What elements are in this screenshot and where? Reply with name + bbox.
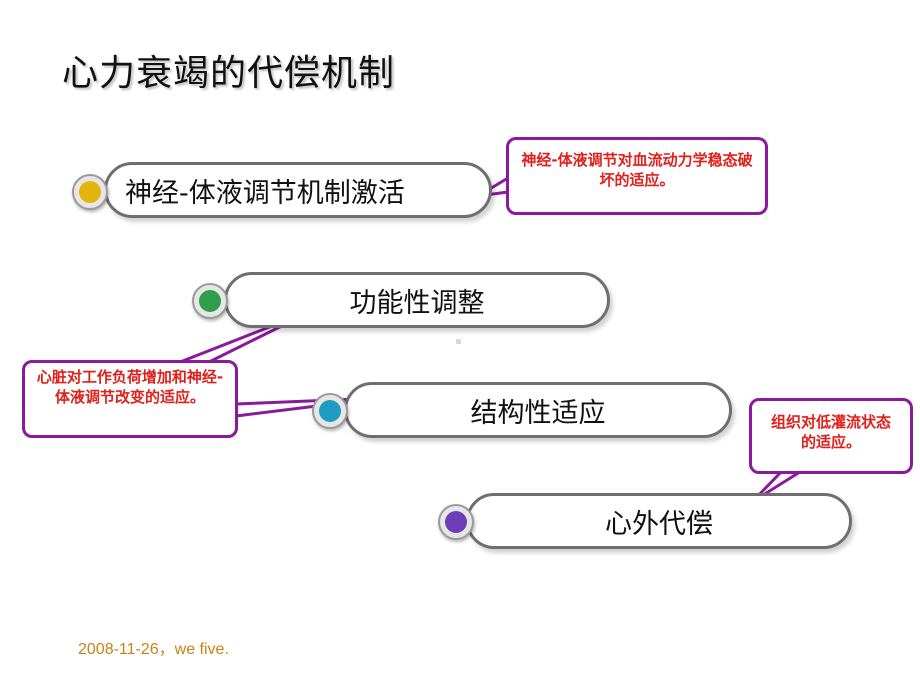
callout-left: 心脏对工作负荷增加和神经-体液调节改变的适应。 [22, 360, 238, 438]
callout-bottom-right-text: 组织对低灌流状态的适应。 [770, 413, 891, 451]
step-bullet-1 [72, 174, 108, 210]
bullet-dot-icon [199, 290, 221, 312]
step-pill-2: 功能性调整 [224, 272, 610, 328]
callout-bottom-right: 组织对低灌流状态的适应。 [749, 398, 913, 474]
step-bullet-2 [192, 283, 228, 319]
step-label-2: 功能性调整 [349, 287, 485, 319]
footer-date: 2008-11-26，we five. [78, 641, 229, 658]
step-label-3: 结构性适应 [470, 397, 606, 429]
step-bullet-4 [438, 504, 474, 540]
callout-left-text: 心脏对工作负荷增加和神经-体液调节改变的适应。 [36, 368, 224, 406]
center-marker [456, 339, 461, 344]
page-title: 心力衰竭的代偿机制 [62, 53, 396, 94]
step-label-4: 心外代偿 [605, 508, 713, 540]
bullet-dot-icon [445, 511, 467, 533]
callout-top-right: 神经-体液调节对血流动力学稳态破坏的适应。 [506, 137, 768, 215]
bullet-dot-icon [79, 181, 101, 203]
step-pill-3: 结构性适应 [344, 382, 732, 438]
step-bullet-3 [312, 393, 348, 429]
step-pill-4: 心外代偿 [466, 493, 852, 549]
callout-top-right-text: 神经-体液调节对血流动力学稳态破坏的适应。 [521, 151, 753, 189]
step-pill-1: 神经-体液调节机制激活 [104, 162, 492, 218]
step-label-1: 神经-体液调节机制激活 [125, 177, 405, 209]
bullet-dot-icon [319, 400, 341, 422]
